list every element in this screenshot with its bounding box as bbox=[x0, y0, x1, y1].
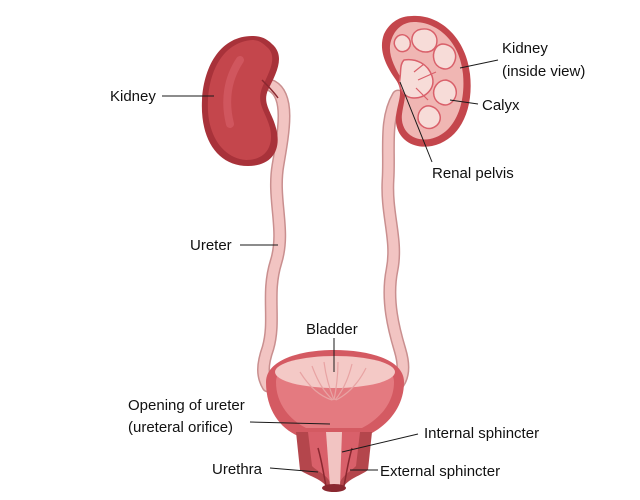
kidney-inside-view bbox=[381, 15, 471, 147]
label-ureter: Ureter bbox=[190, 237, 232, 254]
label-calyx: Calyx bbox=[482, 97, 520, 114]
label-internal-sphincter: Internal sphincter bbox=[424, 425, 539, 442]
calyx-group bbox=[393, 28, 457, 130]
label-bladder: Bladder bbox=[306, 321, 358, 338]
renal-pelvis-leader bbox=[399, 81, 433, 163]
label-kidney-inside-view-line1: Kidney bbox=[502, 40, 548, 57]
label-opening-of-ureter-line1: Opening of ureter bbox=[128, 397, 245, 414]
label-renal-pelvis: Renal pelvis bbox=[432, 165, 514, 182]
internal-sphincter-leader bbox=[341, 433, 419, 453]
opening-leader bbox=[249, 421, 331, 425]
kidney-left bbox=[201, 36, 280, 166]
ureter-right bbox=[381, 89, 410, 393]
label-kidney-inside-view-line2: (inside view) bbox=[502, 63, 585, 80]
renal-pelvis-shape bbox=[398, 58, 434, 99]
kidney-inside-leader bbox=[459, 59, 499, 69]
label-kidney: Kidney bbox=[110, 88, 156, 105]
label-external-sphincter: External sphincter bbox=[380, 463, 500, 480]
label-opening-of-ureter-line2: (ureteral orifice) bbox=[128, 419, 233, 436]
ureter-left bbox=[257, 79, 291, 393]
bladder bbox=[266, 350, 404, 436]
urethra-structure bbox=[296, 432, 372, 492]
urethra-leader bbox=[269, 467, 319, 473]
label-urethra: Urethra bbox=[212, 461, 263, 478]
calyx-leader bbox=[449, 99, 479, 105]
